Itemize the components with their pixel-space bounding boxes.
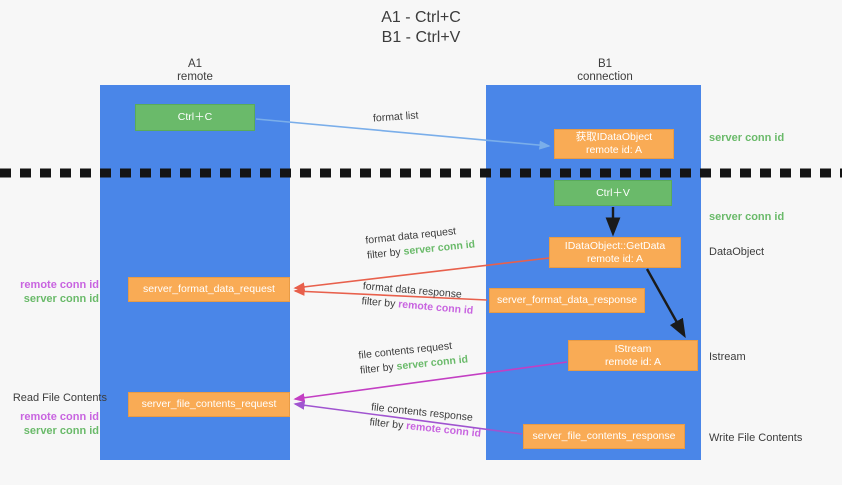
lane-header-a1-name: A1 bbox=[187, 58, 203, 70]
flow-label-format-data-response-filter-conn: remote conn id bbox=[397, 298, 474, 317]
flow-label-file-contents-request: file contents request filter by server c… bbox=[358, 337, 469, 378]
diagram-title: A1 - Ctrl+C B1 - Ctrl+V bbox=[0, 8, 842, 48]
side-label-read-file-contents: Read File Contents bbox=[12, 392, 107, 404]
box-get-idataobject-line2: remote id: A bbox=[585, 144, 642, 156]
lane-header-b1-name: B1 bbox=[597, 58, 613, 70]
side-label-write-file-contents: Write File Contents bbox=[709, 432, 803, 444]
side-label-remote-conn-id-lower: remote conn id bbox=[20, 411, 99, 423]
box-server-file-contents-request[interactable]: server_file_contents_request bbox=[128, 392, 290, 417]
box-server-format-data-response[interactable]: server_format_data_response bbox=[489, 288, 645, 313]
side-label-server-conn-id-upper: server conn id bbox=[23, 293, 99, 305]
flow-label-format-list-text: format list bbox=[372, 109, 419, 125]
flow-label-format-data-response: format data response filter by remote co… bbox=[361, 279, 475, 319]
box-get-idataobject-line1: 获取IDataObject bbox=[575, 131, 653, 143]
side-label-server-conn-id-top: server conn id bbox=[709, 132, 785, 144]
side-label-conn-ids-upper: remote conn id server conn id bbox=[7, 278, 99, 306]
box-idataobject-getdata-line1: IDataObject::GetData bbox=[564, 239, 666, 252]
box-ctrl-v-label: Ctrl＋V bbox=[596, 186, 630, 199]
side-label-dataobject: DataObject bbox=[709, 246, 765, 258]
box-server-format-data-response-label: server_format_data_response bbox=[496, 294, 638, 306]
title-line-2: B1 - Ctrl+V bbox=[381, 29, 461, 46]
box-ctrl-c[interactable]: Ctrl＋C bbox=[135, 104, 255, 131]
lane-header-b1-role: connection bbox=[577, 71, 633, 83]
box-ctrl-v[interactable]: Ctrl＋V bbox=[554, 180, 672, 206]
box-istream[interactable]: IStream remote id: A bbox=[568, 340, 698, 371]
flow-label-format-data-response-filter-prefix: filter by bbox=[361, 295, 399, 311]
flow-label-format-list: format list bbox=[373, 108, 419, 126]
flow-label-format-data-request-filter-prefix: filter by bbox=[366, 245, 405, 262]
box-server-format-data-request-label: server_format_data_request bbox=[143, 283, 275, 295]
lane-header-a1-role: remote bbox=[177, 71, 213, 83]
flow-label-file-contents-response: file contents response filter by remote … bbox=[369, 400, 484, 442]
side-label-remote-conn-id-upper: remote conn id bbox=[20, 279, 99, 291]
flow-label-file-contents-response-filter-prefix: filter by bbox=[368, 416, 407, 432]
lane-header-b1: B1 connection bbox=[540, 58, 670, 84]
side-label-conn-ids-lower: remote conn id server conn id bbox=[7, 410, 99, 438]
title-line-1: A1 - Ctrl+C bbox=[381, 9, 461, 26]
flow-label-format-data-request: format data request filter by server con… bbox=[365, 222, 476, 263]
box-ctrl-c-label: Ctrl＋C bbox=[177, 111, 213, 123]
side-label-server-conn-id-second: server conn id bbox=[709, 211, 785, 223]
box-server-file-contents-response[interactable]: server_file_contents_response bbox=[523, 424, 685, 449]
lane-header-a1: A1 remote bbox=[135, 58, 255, 84]
box-istream-line1: IStream bbox=[614, 342, 652, 355]
flow-label-file-contents-request-filter-prefix: filter by bbox=[359, 360, 398, 377]
box-idataobject-getdata[interactable]: IDataObject::GetData remote id: A bbox=[549, 237, 681, 268]
box-istream-line2: remote id: A bbox=[604, 355, 662, 368]
box-server-file-contents-response-label: server_file_contents_response bbox=[532, 430, 676, 442]
box-get-idataobject[interactable]: 获取IDataObject remote id: A bbox=[554, 129, 674, 159]
box-idataobject-getdata-line2: remote id: A bbox=[586, 252, 643, 265]
box-server-format-data-request[interactable]: server_format_data_request bbox=[128, 277, 290, 302]
side-label-server-conn-id-lower: server conn id bbox=[23, 425, 99, 437]
side-label-istream: Istream bbox=[709, 351, 746, 363]
box-server-file-contents-request-label: server_file_contents_request bbox=[141, 398, 277, 410]
